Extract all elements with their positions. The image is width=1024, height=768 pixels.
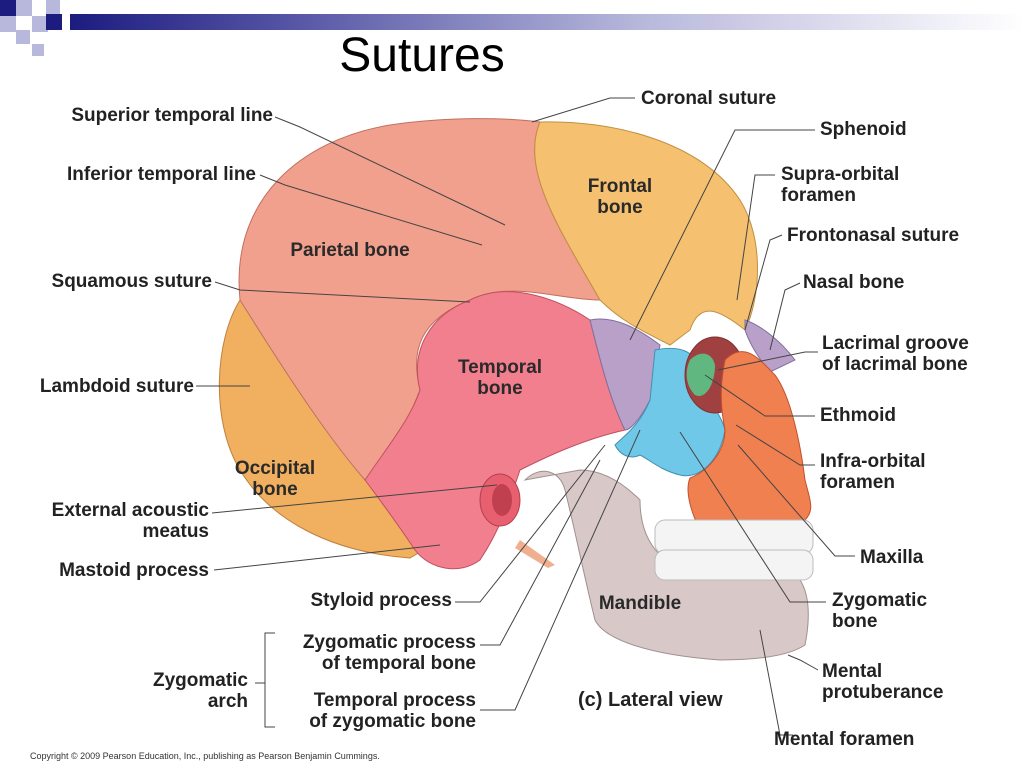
- label-infra-orbital-foramen: Infra-orbital foramen: [820, 451, 926, 493]
- lower-teeth: [654, 549, 814, 581]
- sphenoid-bone: [589, 318, 661, 431]
- corner-square-8: [32, 44, 44, 56]
- bone-label-parietal: Parietal bone: [290, 240, 410, 261]
- label-ethmoid: Ethmoid: [820, 405, 896, 426]
- corner-square-5: [32, 16, 48, 32]
- label-zygomatic-arch: Zygomatic arch: [152, 670, 248, 712]
- label-superior-temporal-line: Superior temporal line: [71, 105, 273, 126]
- frontal-bone: [534, 121, 758, 346]
- label-squamous-suture: Squamous suture: [51, 271, 212, 292]
- label-mastoid-process: Mastoid process: [59, 560, 209, 581]
- label-styloid-process: Styloid process: [310, 590, 453, 611]
- label-mental-foramen: Mental foramen: [774, 729, 915, 750]
- bone-label-mandible: Mandible: [598, 593, 682, 614]
- corner-square-3: [46, 0, 60, 14]
- ethmoid-bone: [686, 353, 715, 396]
- label-maxilla: Maxilla: [860, 547, 924, 568]
- upper-teeth: [654, 519, 814, 555]
- label-external-acoustic-meatus: External acoustic meatus: [51, 500, 209, 542]
- corner-square-6: [46, 14, 62, 30]
- label-supra-orbital-foramen: Supra-orbital foramen: [781, 164, 900, 206]
- label-nasal-bone: Nasal bone: [803, 272, 905, 293]
- caption-lateral-view: (c) Lateral view: [578, 689, 723, 711]
- label-zygomatic-process: Zygomatic process of temporal bone: [302, 632, 476, 674]
- label-lacrimal-groove: Lacrimal groove of lacrimal bone: [822, 333, 969, 375]
- label-temporal-process: Temporal process of zygomatic bone: [309, 690, 476, 732]
- corner-square-1: [0, 0, 16, 16]
- bone-label-occipital: Occipital bone: [234, 458, 316, 500]
- label-coronal-suture: Coronal suture: [641, 88, 777, 109]
- label-sphenoid: Sphenoid: [820, 119, 907, 140]
- nasal-bone-shape: [744, 319, 796, 373]
- corner-square-2: [16, 0, 32, 16]
- copyright-text: Copyright © 2009 Pearson Education, Inc.…: [30, 751, 380, 761]
- slide-title: Sutures: [339, 29, 505, 82]
- bone-label-temporal: Temporal bone: [457, 357, 543, 399]
- leader-lines: [196, 97, 855, 736]
- label-inferior-temporal-line: Inferior temporal line: [67, 164, 256, 185]
- title-bar-gradient: [70, 14, 1024, 30]
- label-lambdoid-suture: Lambdoid suture: [39, 376, 194, 397]
- label-frontonasal-suture: Frontonasal suture: [787, 225, 960, 246]
- corner-square-4: [0, 16, 16, 32]
- bone-label-frontal: Frontal bone: [587, 176, 653, 218]
- label-zygomatic-bone: Zygomatic bone: [832, 590, 928, 632]
- label-mental-protuberance: Mental protuberance: [822, 661, 944, 703]
- corner-square-7: [16, 30, 30, 44]
